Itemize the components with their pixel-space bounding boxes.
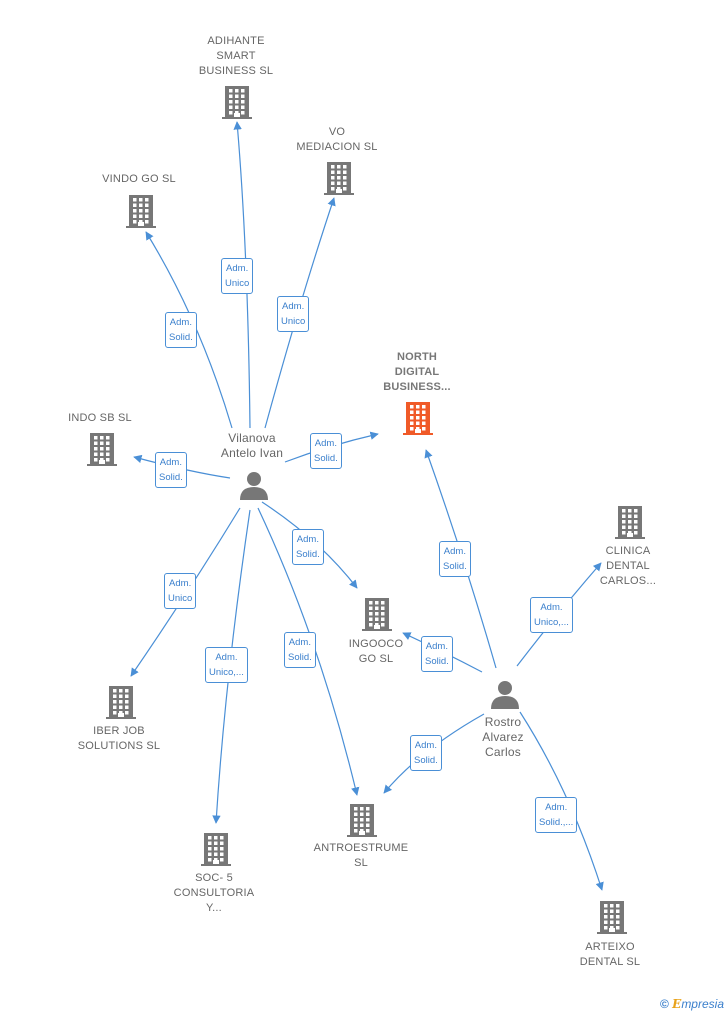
node-label-north[interactable]: NORTH DIGITAL BUSINESS... [383, 351, 451, 393]
building-icon-vindo[interactable] [126, 195, 156, 228]
edge-label-rostro-north[interactable]: Adm. Solid. [439, 541, 471, 577]
person-icon-vilanova[interactable] [240, 472, 268, 500]
brand-initial: E [672, 997, 682, 1011]
node-label-vo[interactable]: VO MEDIACION SL [296, 126, 378, 153]
edge-label-ingooco[interactable]: Adm. Solid. [292, 529, 324, 565]
node-label-rostro[interactable]: Rostro Alvarez Carlos [482, 715, 524, 759]
edge-rostro-arteixo [519, 711, 604, 891]
building-icon-vo[interactable] [324, 162, 354, 195]
edge-label-soc[interactable]: Adm. Unico,... [205, 647, 248, 683]
node-label-clinica[interactable]: CLINICA DENTAL CARLOS... [599, 545, 657, 587]
edge-label-iber[interactable]: Adm. Unico [164, 573, 197, 609]
edge-label-clinica[interactable]: Adm. Unico,... [530, 597, 573, 633]
node-label-iber[interactable]: IBER JOB SOLUTIONS SL [77, 725, 161, 752]
building-icon-north[interactable] [403, 402, 433, 435]
building-icon-indo[interactable] [87, 433, 117, 466]
edge-label-arteixo[interactable]: Adm. Solid.,... [535, 797, 578, 833]
edge-label-rostro-ingooco[interactable]: Adm. Solid. [421, 636, 453, 672]
node-label-vilanova[interactable]: Vilanova Antelo Ivan [220, 431, 284, 460]
building-icon-arteixo[interactable] [597, 901, 627, 934]
building-icon-clinica[interactable] [615, 506, 645, 539]
node-label-indo[interactable]: INDO SB SL [68, 412, 132, 424]
node-label-arteixo[interactable]: ARTEIXO DENTAL SL [579, 941, 641, 968]
person-icon-rostro[interactable] [491, 681, 519, 709]
building-icon-ingooco[interactable] [362, 598, 392, 631]
edge-label-antro[interactable]: Adm. Solid. [284, 632, 316, 668]
building-icon-soc[interactable] [201, 833, 231, 866]
edge-label-indo[interactable]: Adm. Solid. [155, 452, 187, 488]
brand-footer: © Empresia [660, 997, 724, 1011]
copyright-symbol: © [659, 997, 669, 1011]
node-label-antro[interactable]: ANTROESTRUME SL [313, 842, 409, 869]
node-label-adihante[interactable]: ADIHANTE SMART BUSINESS SL [198, 35, 274, 77]
edge-label-adihante[interactable]: Adm. Unico [221, 258, 254, 294]
node-label-ingooco[interactable]: INGOOCO GO SL [348, 638, 404, 665]
building-icon-iber[interactable] [106, 686, 136, 719]
edge-label-north[interactable]: Adm. Solid. [310, 433, 342, 469]
node-label-soc[interactable]: SOC- 5 CONSULTORIA Y... [173, 872, 255, 914]
brand-name: mpresia [681, 997, 724, 1011]
edge-label-vo[interactable]: Adm. Unico [277, 296, 310, 332]
edge-label-rostro-antro[interactable]: Adm. Solid. [410, 735, 442, 771]
node-label-vindo[interactable]: VINDO GO SL [102, 173, 176, 185]
building-icon-antro[interactable] [347, 804, 377, 837]
building-icon-adihante[interactable] [222, 86, 252, 119]
edge-label-vindo[interactable]: Adm. Solid. [165, 312, 197, 348]
